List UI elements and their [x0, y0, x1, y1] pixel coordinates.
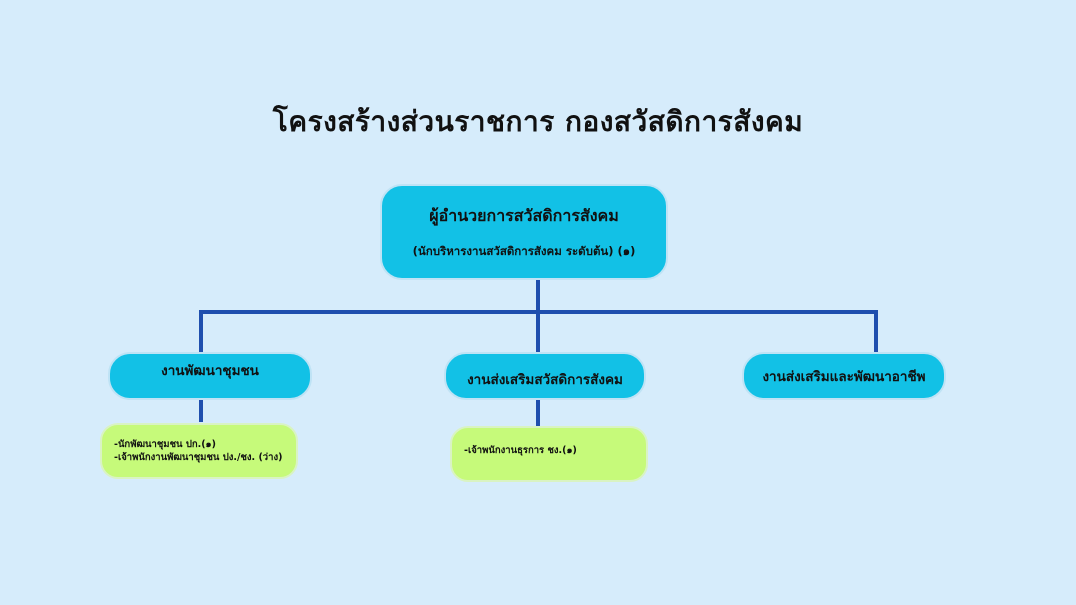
- staff-line: -เจ้าพนักงานพัฒนาชุมชน ปง./ชง. (ว่าง): [114, 452, 283, 463]
- department-box-community-development: งานพัฒนาชุมชน: [108, 352, 312, 400]
- department-name: งานพัฒนาชุมชน: [161, 363, 259, 379]
- page-title: โครงสร้างส่วนราชการ กองสวัสดิการสังคม: [272, 105, 804, 138]
- department-box-social-welfare: งานส่งเสริมสวัสดิการสังคม: [444, 352, 646, 400]
- director-subtitle: (นักบริหารงานสวัสดิการสังคม ระดับต้น) (๑…: [412, 243, 636, 258]
- department-box-career-development: งานส่งเสริมและพัฒนาอาชีพ: [742, 352, 946, 400]
- staff-line: -เจ้าพนักงานธุรการ ชง.(๑): [464, 444, 577, 456]
- director-title: ผู้อำนวยการสวัสดิการสังคม: [429, 205, 619, 225]
- department-name: งานส่งเสริมสวัสดิการสังคม: [467, 372, 623, 388]
- staff-line: -นักพัฒนาชุมชน ปก.(๑): [114, 439, 216, 450]
- department-name: งานส่งเสริมและพัฒนาอาชีพ: [762, 369, 926, 385]
- staff-box-social-welfare: -เจ้าพนักงานธุรการ ชง.(๑): [450, 426, 648, 482]
- director-box: ผู้อำนวยการสวัสดิการสังคม (นักบริหารงานส…: [380, 184, 668, 280]
- staff-box-community-development: -นักพัฒนาชุมชน ปก.(๑) -เจ้าพนักงานพัฒนาช…: [100, 423, 298, 479]
